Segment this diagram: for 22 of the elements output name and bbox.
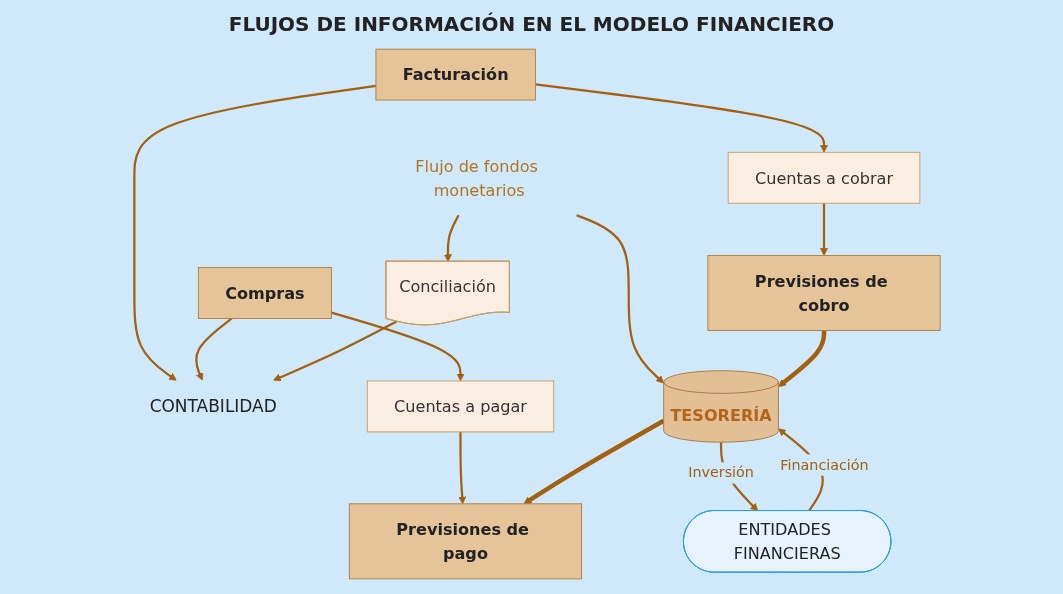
arrow (576, 214, 664, 384)
edge-label: Financiación (780, 456, 869, 474)
arrow (273, 320, 398, 382)
node-box: Previsiones de pago (348, 503, 583, 580)
node-box: Cuentas a cobrar (727, 151, 921, 204)
arrow (331, 311, 465, 382)
arrow (444, 214, 460, 262)
arrow (523, 418, 665, 505)
arrow (535, 83, 828, 153)
edge-label: Inversión (688, 464, 754, 482)
node-text: CONTABILIDAD (149, 396, 277, 417)
node-box: Compras (197, 267, 332, 319)
diagram-title: FLUJOS DE INFORMACIÓN EN EL MODELO FINANCIERO (228, 12, 835, 36)
node-box: Cuentas a pagar (366, 380, 555, 433)
arrow (133, 84, 377, 381)
arrow (458, 431, 467, 505)
node-box: Previsiones de cobro (707, 255, 941, 331)
arrow (820, 203, 828, 256)
arrow (778, 330, 827, 387)
arrow (195, 317, 233, 381)
node-text: Flujo de fondos monetarios (415, 156, 538, 200)
node-box: Facturación (375, 48, 536, 101)
